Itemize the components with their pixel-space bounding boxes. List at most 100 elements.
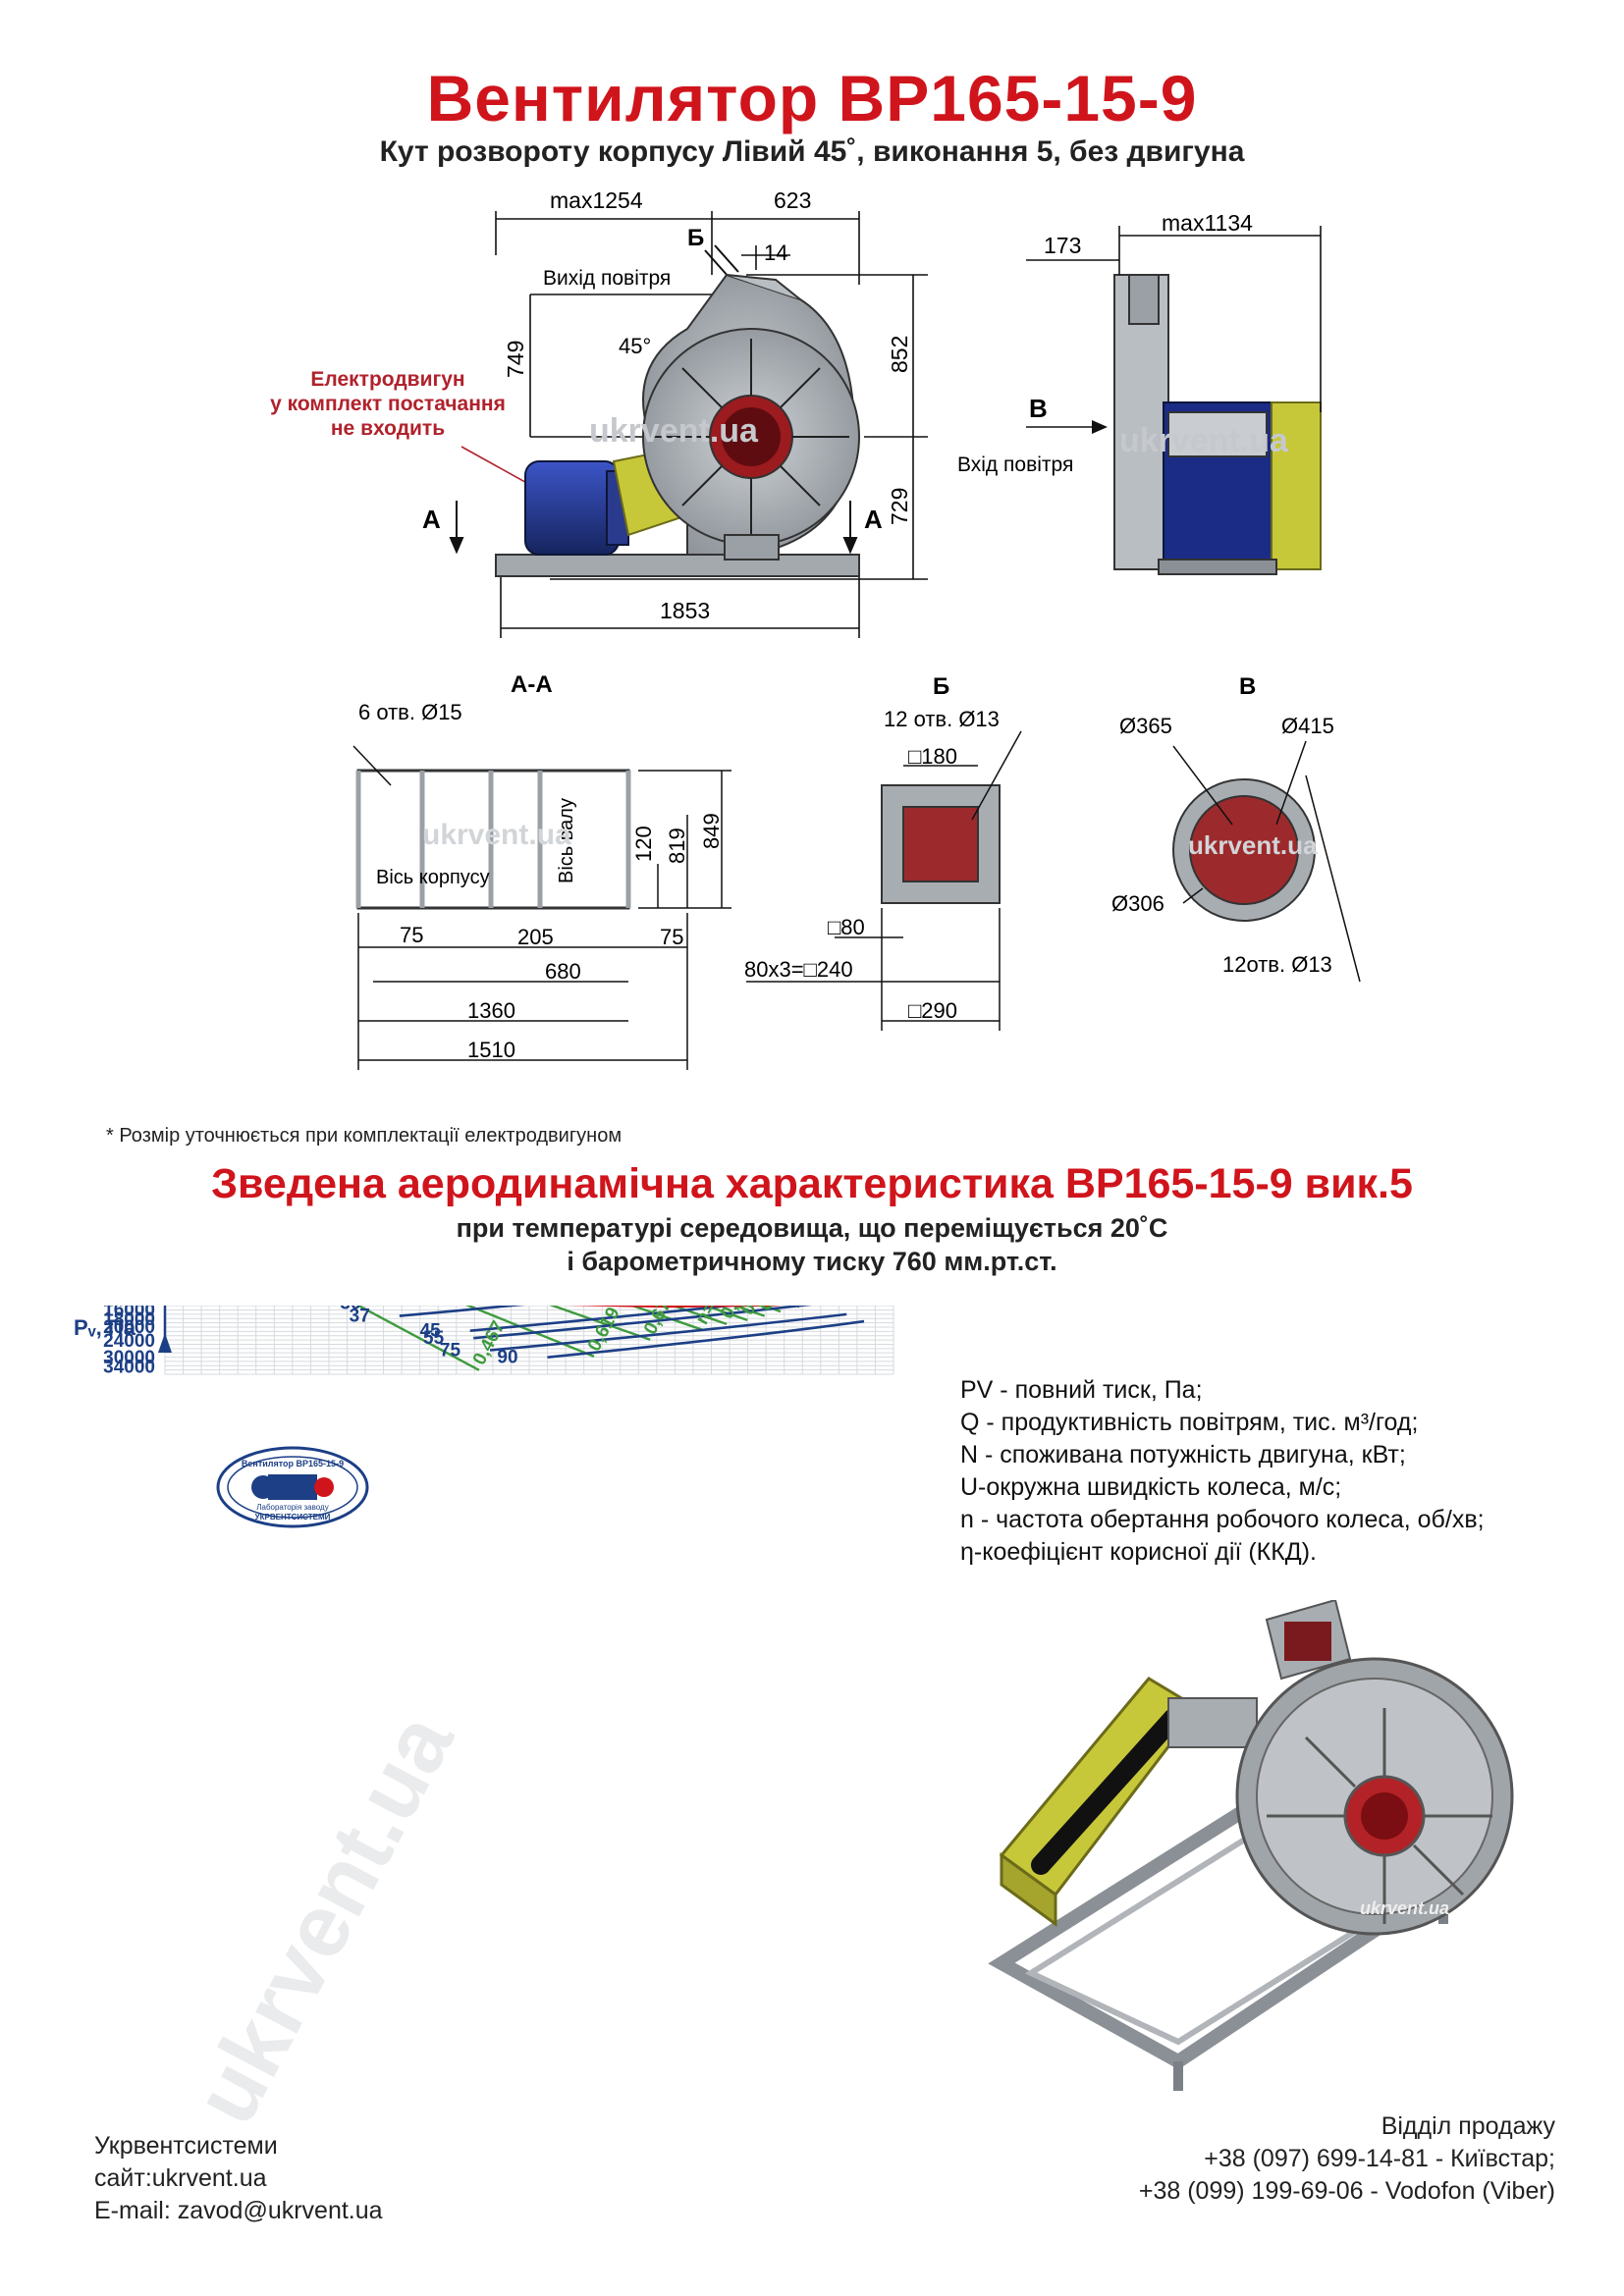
base-frame <box>495 554 860 577</box>
dim-1853: 1853 <box>660 598 710 623</box>
efficiency-ray <box>549 1306 651 1341</box>
y-tick-label: 30000 <box>103 1348 155 1368</box>
chart-axes <box>158 1306 172 1353</box>
y-tick-label: 16000 <box>103 1306 155 1321</box>
section-b-title: Б <box>933 673 949 700</box>
efficiency-label: 0,67 <box>754 1306 789 1314</box>
power-label: 75 <box>440 1341 461 1362</box>
sales-phone-2[interactable]: +38 (099) 199-69-06 - Vodofon (Viber) <box>1138 2177 1555 2205</box>
power-curves <box>399 1306 865 1359</box>
y-axis-arrow <box>158 1333 172 1353</box>
footnote: * Розмір уточнюється при комплектації ел… <box>106 1125 623 1147</box>
chart-subtitle-2: і барометричному тиску 760 мм.рт.ст. <box>567 1247 1057 1276</box>
aa-75a: 75 <box>400 923 423 947</box>
fan-hub <box>722 407 781 466</box>
tip-speed-label: 122,5 <box>839 1306 888 1307</box>
inlet-label: Вхід повітря <box>957 454 1073 476</box>
section-v-title: В <box>1239 673 1256 700</box>
power-label: 90 <box>497 1348 517 1368</box>
aa-1510: 1510 <box>467 1038 515 1062</box>
power-label: 55 <box>423 1328 445 1349</box>
watermark-iso: ukrvent.ua <box>1360 1898 1449 1918</box>
y-tick-label: 14000 <box>103 1306 155 1311</box>
aa-819: 819 <box>665 828 689 864</box>
section-v-view: В Ø365 Ø415 Ø306 12отв. Ø13 ukrvent.ua <box>1111 673 1361 983</box>
company-site[interactable]: сайт:ukrvent.ua <box>94 2164 267 2192</box>
power-curve <box>547 1319 865 1359</box>
section-b-view: Б 12 отв. Ø13 □180 □80 80х3=□240 □290 <box>744 673 1022 1031</box>
section-a-marker-left: А <box>422 505 441 534</box>
legend-n: N - споживана потужність двигуна, кВт; <box>960 1441 1406 1468</box>
company-info: Укрвентсистеми сайт:ukrvent.ua E-mail: z… <box>94 2130 383 2227</box>
section-a-marker-right: А <box>864 505 883 534</box>
aa-849: 849 <box>699 813 724 849</box>
page-title: Вентилятор ВР165-15-9 <box>426 62 1198 134</box>
page-subtitle: Кут розвороту корпусу Лівий 45˚, виконан… <box>379 135 1245 168</box>
main-dimension-lines <box>495 211 928 638</box>
dim-angle45: 45° <box>619 334 651 358</box>
side-view: max1134 173 В Вхід повітря ukrvent.ua <box>957 210 1322 575</box>
aa-680: 680 <box>545 959 581 984</box>
power-label: 45 <box>420 1321 442 1342</box>
legend-u: U-окружна швидкість колеса, м/с; <box>960 1473 1342 1501</box>
section-aa-view: А-А 6 отв. Ø15 120 819 849 75 205 75 680… <box>352 671 731 1070</box>
fan-support <box>724 534 780 561</box>
efficiency-ray <box>464 1306 595 1359</box>
y-tick-label: 34000 <box>103 1357 155 1377</box>
fan-isometric: ukrvent.ua <box>988 1600 1514 2091</box>
efficiency-ray <box>355 1306 480 1371</box>
aa-120: 120 <box>631 826 656 862</box>
section-v-marker: В <box>1029 394 1048 423</box>
aa-axis-shaft: Вісь валу <box>556 798 577 883</box>
lab-logo: Вентилятор ВР165-15-9 Лабораторія заводу… <box>216 1446 369 1528</box>
logo-line1: Вентилятор ВР165-15-9 <box>242 1459 344 1468</box>
v-306: Ø306 <box>1111 891 1164 916</box>
legend-eta: η-коефіцієнт корисної дії (ККД). <box>960 1538 1317 1566</box>
b-80: □80 <box>828 915 865 939</box>
dim-729: 729 <box>887 488 912 525</box>
v-holes: 12отв. Ø13 <box>1222 952 1332 977</box>
sales-info: Відділ продажу +38 (097) 699-14-81 - Киї… <box>1139 2110 1555 2208</box>
power-curve <box>399 1306 525 1317</box>
company-name: Укрвентсистеми <box>94 2132 278 2160</box>
dim-max1254: max1254 <box>550 187 643 213</box>
company-email[interactable]: E-mail: zavod@ukrvent.ua <box>94 2197 383 2224</box>
outlet-label: Вихід повітря <box>543 267 671 290</box>
watermark-v: ukrvent.ua <box>1188 830 1318 860</box>
y-tick-label: 20000 <box>103 1317 155 1338</box>
aa-axis-body: Вісь корпусу <box>376 867 490 888</box>
aa-205: 205 <box>517 925 554 949</box>
dim-max1134: max1134 <box>1162 210 1253 236</box>
dim-14: 14 <box>764 240 787 265</box>
power-curve <box>469 1306 742 1332</box>
section-b-marker: Б <box>687 225 704 251</box>
chart-labels: 3400400050006000700080009000100001200014… <box>74 1306 888 2139</box>
outlet-flange <box>726 274 801 300</box>
y-tick-label: 18000 <box>103 1309 155 1330</box>
b-holes: 12 отв. Ø13 <box>884 707 1000 731</box>
power-curve <box>473 1306 813 1340</box>
watermark-main: ukrvent.ua <box>589 412 759 450</box>
v-365: Ø365 <box>1119 714 1172 738</box>
sales-title: Відділ продажу <box>1380 2112 1555 2140</box>
logo-line2: Лабораторія заводу <box>256 1503 328 1512</box>
legend-q: Q - продуктивність повітрям, тис. м³/год… <box>960 1409 1419 1436</box>
aa-75b: 75 <box>660 925 683 949</box>
aa-holes: 6 отв. Ø15 <box>358 700 462 724</box>
motor-note-line3: не входить <box>331 417 445 440</box>
watermark-aa: ukrvent.ua <box>422 819 571 851</box>
section-aa-title: А-А <box>511 671 553 698</box>
legend-pv: PV - повний тиск, Па; <box>960 1376 1203 1404</box>
sales-phone-1[interactable]: +38 (097) 699-14-81 - Київстар; <box>1204 2145 1555 2172</box>
dim-749: 749 <box>503 341 528 378</box>
power-curve <box>489 1312 847 1352</box>
dim-852: 852 <box>887 336 912 373</box>
logo-line3: УКРВЕНТСИСТЕМИ <box>255 1513 331 1522</box>
motor-body <box>524 460 620 556</box>
dim-173: 173 <box>1044 233 1081 258</box>
b-240: 80х3=□240 <box>744 957 853 982</box>
legend-rpm: n - частота обертання робочого колеса, о… <box>960 1506 1485 1533</box>
fan-blades <box>653 339 849 535</box>
b-290: □290 <box>908 998 957 1023</box>
chart-legend: PV - повний тиск, Па; Q - продуктивність… <box>960 1374 1485 1569</box>
